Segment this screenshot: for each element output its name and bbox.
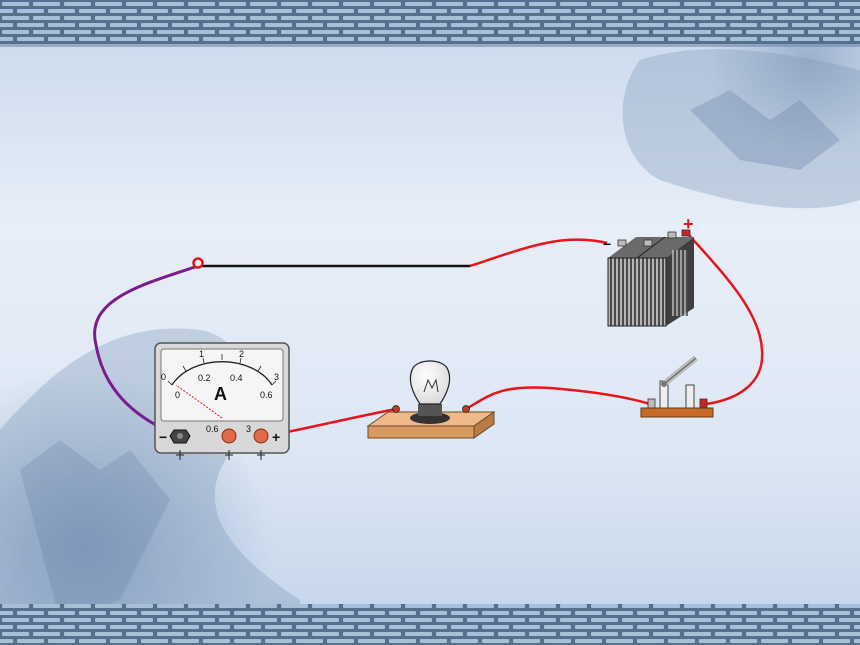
red-wire-bulb-to-switch[interactable]	[465, 386, 651, 411]
bulb-right-terminal[interactable]	[462, 405, 470, 413]
lower-scale-0: 0	[175, 390, 180, 400]
upper-scale-2: 2	[239, 349, 244, 359]
switch-right-terminal[interactable]	[699, 398, 708, 409]
ammeter-minus-label: −	[159, 429, 167, 445]
bottom-brick-border	[0, 604, 860, 645]
battery-minus-label: −	[603, 236, 611, 252]
ammeter-scale-arc	[171, 361, 273, 386]
battery[interactable]: − +	[603, 214, 694, 327]
red-wire-battery-negative[interactable]	[469, 238, 608, 268]
ammeter[interactable]: 0 1 2 3 0 0.2 0.4 0.6 A − 0.6 3 +	[154, 342, 290, 460]
bulb-glass	[409, 360, 451, 405]
lower-scale-0.4: 0.4	[230, 373, 243, 383]
red-wire-battery-to-switch[interactable]	[687, 233, 764, 406]
purple-wire-ammeter[interactable]	[93, 264, 199, 439]
bulb-left-terminal[interactable]	[392, 405, 400, 413]
terminal-label-3: 3	[246, 424, 251, 434]
top-brick-border	[0, 0, 860, 47]
light-bulb[interactable]	[366, 360, 496, 439]
upper-scale-3: 3	[274, 372, 279, 382]
ammeter-terminal-0.6[interactable]	[221, 428, 237, 444]
terminal-label-0.6: 0.6	[206, 424, 219, 434]
ammeter-plus-label: +	[272, 429, 280, 445]
switch-left-terminal[interactable]	[647, 398, 656, 409]
open-wire-end[interactable]	[192, 257, 204, 269]
knife-switch[interactable]	[640, 355, 714, 418]
upper-scale-1: 1	[199, 349, 204, 359]
ammeter-needle	[175, 384, 223, 419]
lower-scale-0.2: 0.2	[198, 373, 211, 383]
battery-plus-label: +	[683, 214, 694, 234]
upper-scale-0: 0	[161, 372, 166, 382]
ammeter-unit-symbol: A	[214, 384, 227, 404]
ammeter-terminal-3[interactable]	[253, 428, 269, 444]
lower-scale-0.6: 0.6	[260, 390, 273, 400]
ammeter-scale-ticks	[167, 354, 277, 386]
